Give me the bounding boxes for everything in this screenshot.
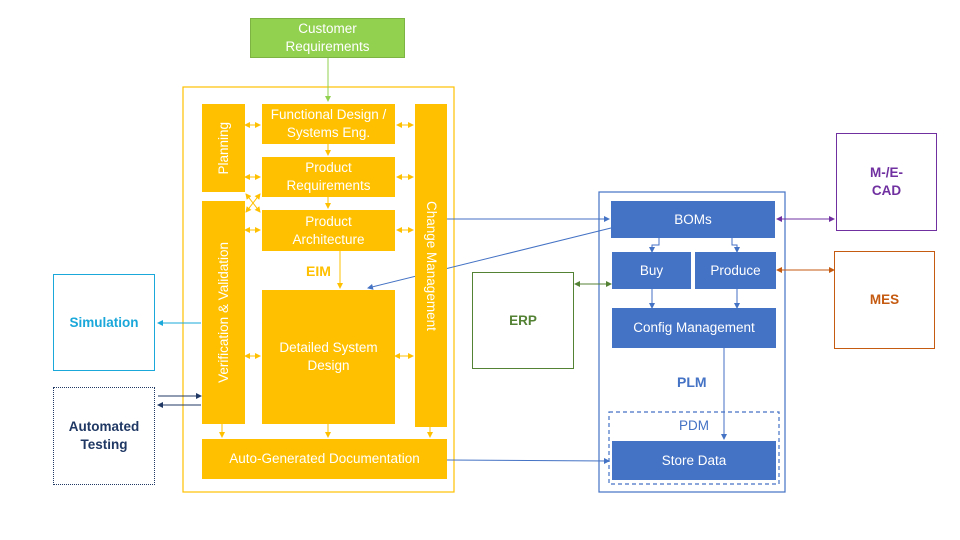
connector-boms-to-produce (731, 238, 740, 253)
config-management-label: Config Management (633, 320, 755, 336)
auto-generated-documentation-label: Auto-Generated Documentation (229, 451, 420, 467)
cad-box: M-/E-CAD (836, 133, 937, 231)
erp-box: ERP (472, 272, 574, 369)
eim-frame (182, 86, 455, 493)
verification-validation-box: Verification & Validation (202, 201, 245, 424)
product-requirements-label: Product Requirements (286, 160, 371, 193)
auto-generated-documentation-box: Auto-Generated Documentation (202, 439, 447, 479)
plm-label: PLM (677, 374, 707, 390)
change-management-label: Change Management (423, 200, 439, 331)
eim-label: EIM (306, 263, 331, 279)
planning-box: Planning (202, 104, 245, 192)
plm-frame (598, 191, 786, 493)
simulation-box: Simulation (53, 274, 155, 371)
pdm-label: PDM (679, 418, 709, 433)
boms-box: BOMs (611, 201, 775, 238)
connector-boms-to-buy (649, 238, 660, 253)
functional-design-label: Functional Design / Systems Eng. (270, 107, 387, 140)
automated-testing-box: Automated Testing (53, 387, 155, 485)
automated-testing-label: Automated Testing (68, 419, 140, 452)
store-data-label: Store Data (661, 452, 727, 468)
connector-cross-b (245, 193, 261, 213)
detailed-system-design-label: Detailed System Design (279, 340, 378, 373)
mes-label: MES (869, 292, 900, 308)
planning-label: Planning (215, 121, 231, 175)
connector-docs-to-store (446, 457, 610, 464)
produce-label: Produce (710, 262, 761, 278)
mes-box: MES (834, 251, 935, 349)
product-architecture-box: Product Architecture (262, 210, 395, 251)
simulation-label: Simulation (69, 314, 139, 330)
cad-label: M-/E-CAD (870, 165, 903, 198)
store-data-box: Store Data (612, 441, 776, 480)
customer-requirements-label: Customer Requirements (285, 21, 370, 54)
product-architecture-label: Product Architecture (292, 213, 365, 247)
product-requirements-box: Product Requirements (262, 157, 395, 197)
boms-label: BOMs (674, 211, 712, 227)
erp-label: ERP (509, 312, 537, 328)
customer-requirements-box: Customer Requirements (250, 18, 405, 58)
buy-label: Buy (639, 262, 664, 278)
pdm-frame (608, 411, 780, 485)
verification-validation-label: Verification & Validation (215, 242, 231, 383)
detailed-system-design-box: Detailed System Design (262, 290, 395, 424)
buy-box: Buy (612, 252, 691, 289)
change-management-box: Change Management (415, 104, 447, 427)
connector-boms-to-detailed (367, 227, 612, 290)
produce-box: Produce (695, 252, 776, 289)
functional-design-box: Functional Design / Systems Eng. (262, 104, 395, 144)
config-management-box: Config Management (612, 308, 776, 348)
